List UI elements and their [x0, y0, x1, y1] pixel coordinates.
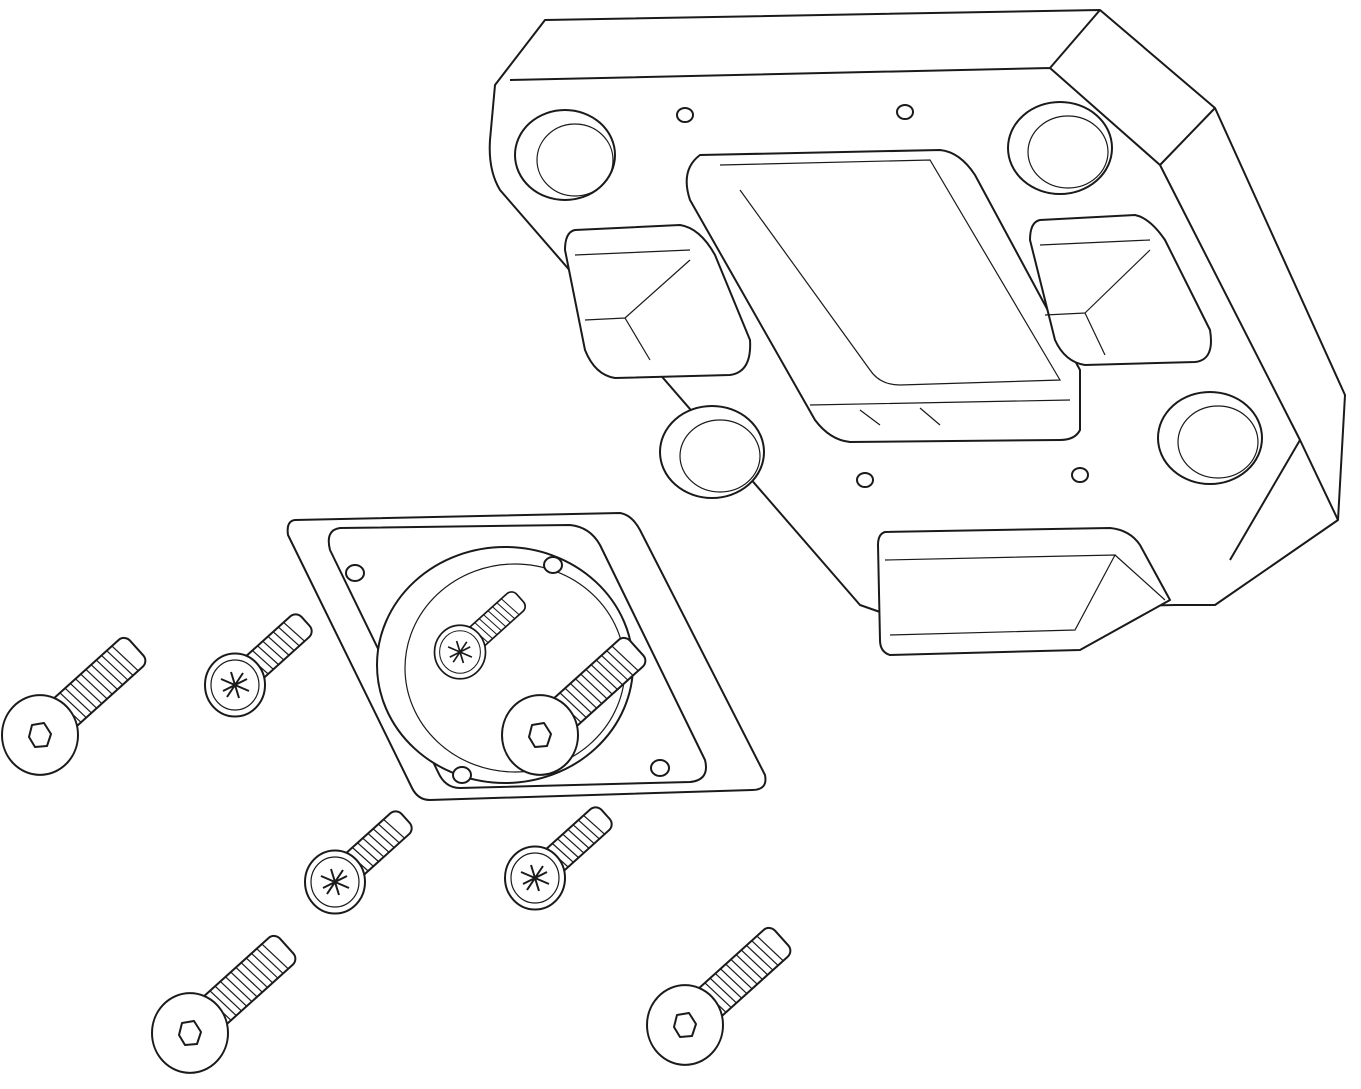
phillips-screw-icon — [433, 591, 527, 680]
small-hole — [1071, 467, 1089, 483]
bracket-hole — [1007, 101, 1113, 195]
plate-hole — [452, 766, 472, 784]
bracket-hole — [1157, 391, 1263, 485]
bracket-hole — [514, 109, 616, 201]
socket-head-screw-icon — [501, 636, 647, 776]
bracket-body — [488, 9, 1346, 613]
bracket-hole-inner — [679, 419, 761, 493]
phillips-screw-icon — [504, 806, 613, 911]
plate-hole — [650, 759, 670, 777]
right-clip-tab — [1029, 214, 1212, 366]
socket-head-screw-icon — [646, 926, 792, 1066]
main-bracket — [488, 9, 1346, 656]
phillips-screw-icon — [304, 810, 413, 915]
left-clip-tab — [564, 224, 752, 379]
phillips-screw-icon — [204, 613, 313, 718]
plate-hole — [345, 564, 365, 582]
bracket-pocket — [685, 149, 1081, 443]
small-hole — [896, 104, 914, 120]
pocket-inner — [719, 159, 1071, 426]
bracket-hole-inner — [536, 123, 614, 197]
small-hole — [676, 107, 694, 123]
bottom-clip-detail — [884, 554, 1166, 636]
socket-head-screw-icon — [1, 636, 147, 776]
bracket-hole-inner — [1177, 405, 1259, 479]
bracket-hole-inner — [1027, 115, 1109, 189]
small-hole — [856, 472, 874, 488]
socket-head-screw-icon — [151, 934, 297, 1074]
bracket-top-edge — [509, 9, 1339, 561]
screws — [1, 591, 792, 1074]
plate-hole — [543, 556, 563, 574]
left-clip-detail — [574, 249, 691, 361]
right-clip-detail — [1039, 239, 1151, 356]
bracket-hole — [659, 405, 765, 499]
bottom-clip-tab — [877, 527, 1171, 656]
